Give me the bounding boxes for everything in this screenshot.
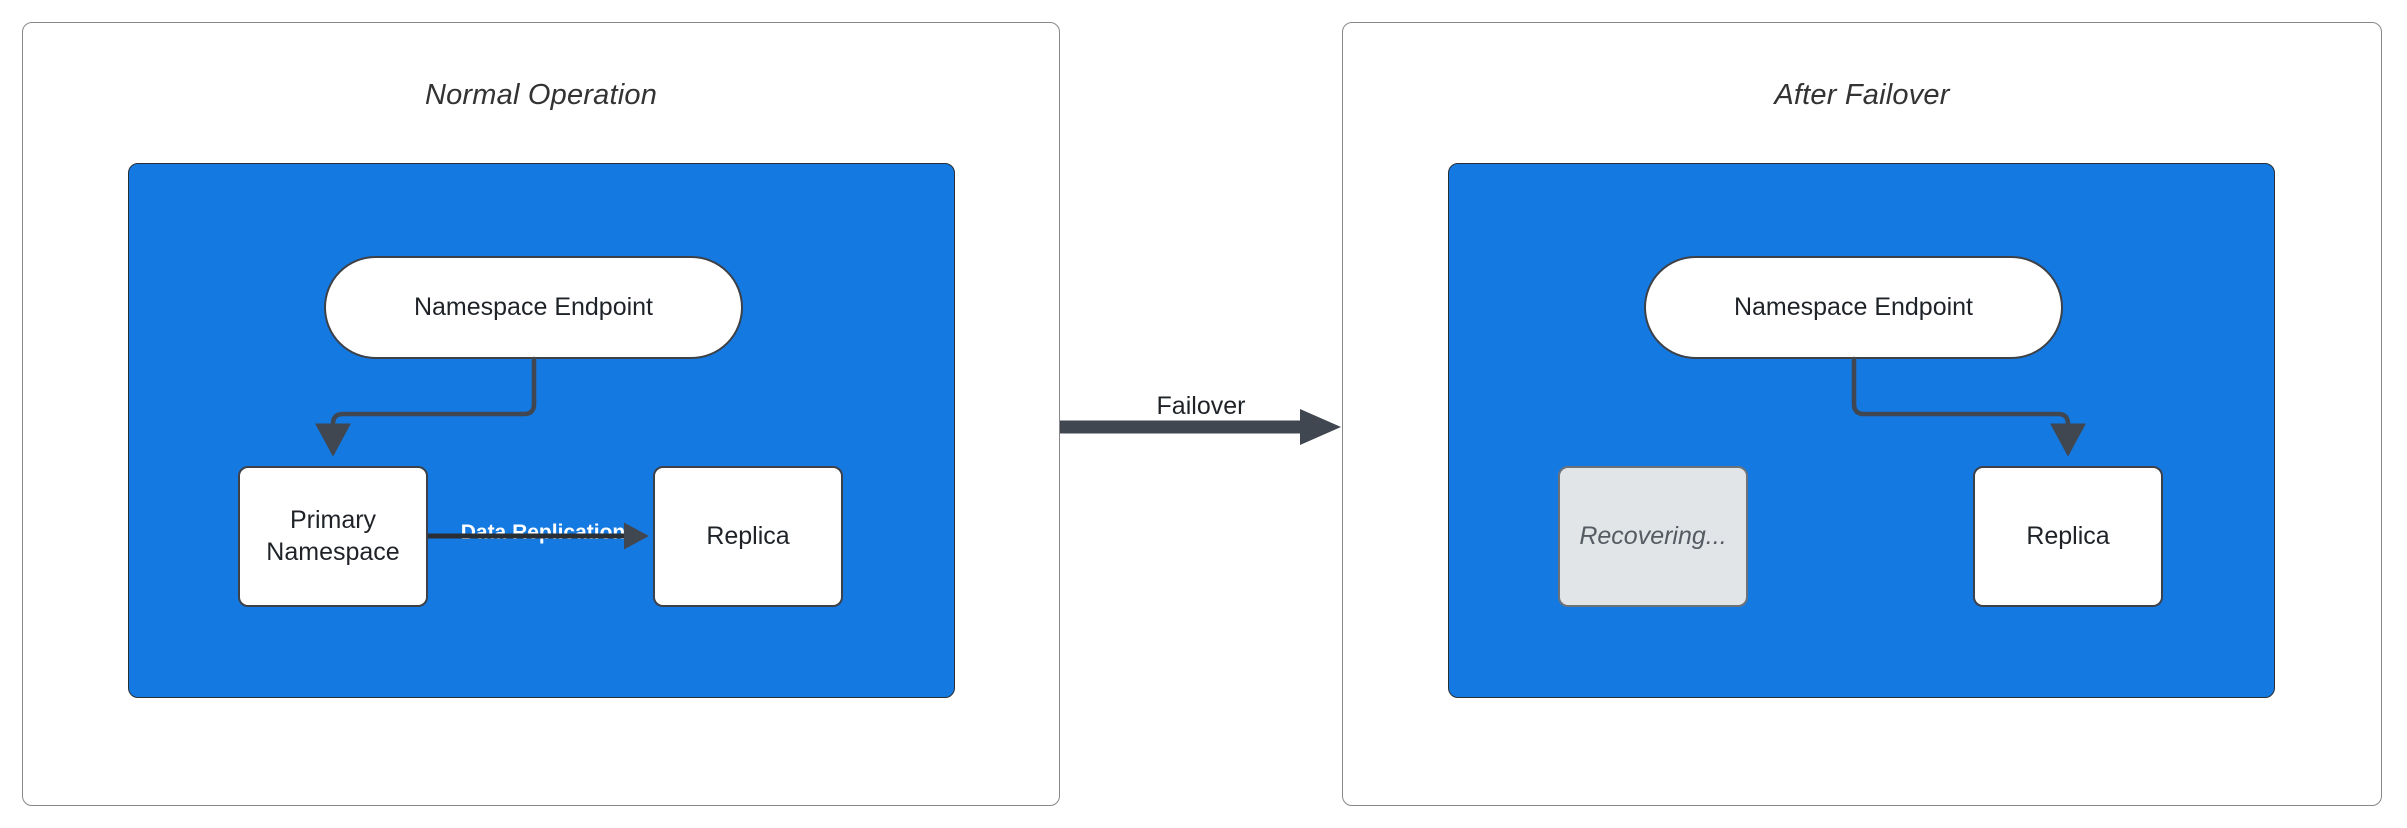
node-replica-primary-side[interactable]: Replica — [653, 466, 843, 607]
edge-label-data-replication: Data Replication — [460, 521, 626, 544]
region-normal-operation — [128, 163, 955, 698]
node-primary-namespace[interactable]: Primary Namespace — [238, 466, 428, 607]
node-label: Recovering... — [1579, 521, 1727, 550]
node-replica-promoted[interactable]: Replica — [1973, 466, 2163, 607]
node-namespace-endpoint-primary[interactable]: Namespace Endpoint — [324, 256, 743, 359]
panel-title-normal-operation: Normal Operation — [424, 79, 658, 111]
node-label-line2: Namespace — [266, 537, 400, 566]
transition-label-failover: Failover — [1156, 392, 1246, 420]
node-label: Replica — [706, 521, 790, 550]
node-label: Primary Namespace — [266, 505, 399, 568]
node-label-line1: Primary — [289, 506, 377, 535]
panel-title-after-failover: After Failover — [1774, 79, 1950, 111]
node-namespace-endpoint-failover[interactable]: Namespace Endpoint — [1644, 256, 2063, 359]
region-after-failover — [1448, 163, 2275, 698]
node-label: Namespace Endpoint — [413, 292, 654, 321]
node-recovering[interactable]: Recovering... — [1558, 466, 1748, 607]
node-label: Replica — [2026, 521, 2110, 550]
node-label: Namespace Endpoint — [1733, 292, 1974, 321]
